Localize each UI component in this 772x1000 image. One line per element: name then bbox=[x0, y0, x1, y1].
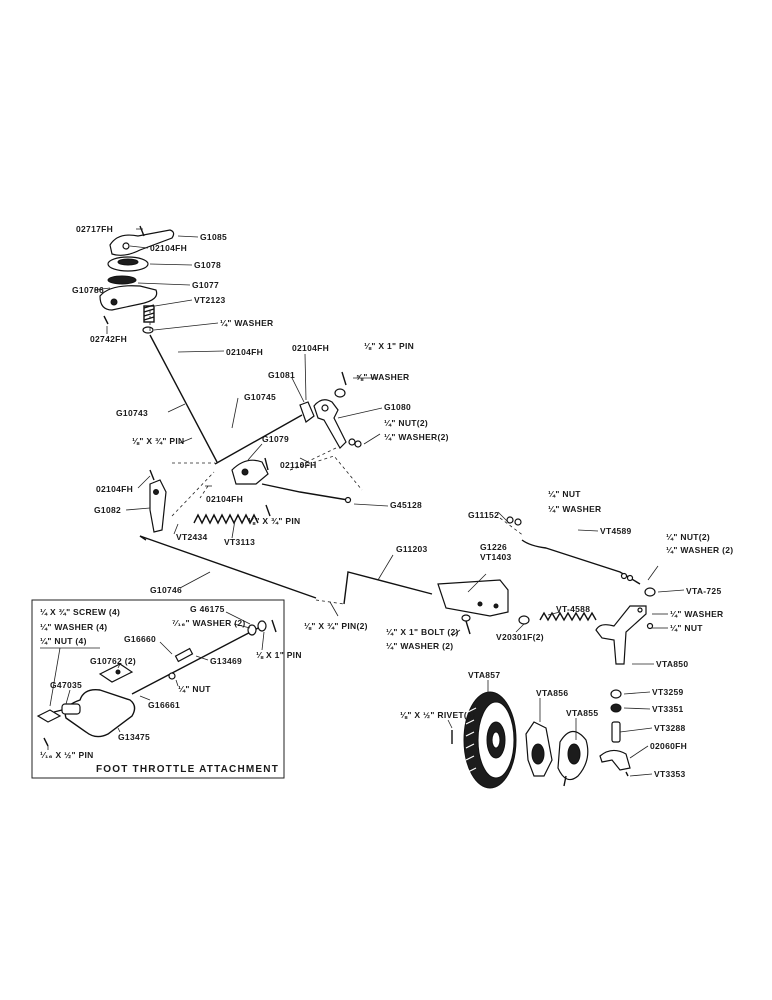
bracket-g1226 bbox=[437, 579, 509, 617]
inset-label-g16661: G16661 bbox=[148, 700, 180, 710]
label-02104fh-e: 02104FH bbox=[206, 494, 243, 504]
label-bolt2: ¼" X 1" BOLT (2) bbox=[386, 627, 459, 637]
label-pin-a: ⅛" X 1" PIN bbox=[364, 341, 414, 351]
inset-frame bbox=[31, 599, 285, 779]
label-g10746: G10746 bbox=[150, 585, 182, 595]
label-02104fh-a: 02104FH bbox=[150, 243, 187, 253]
label-pin-b: ⅛" X ¾" PIN bbox=[132, 436, 184, 446]
label-v20301f: V20301F(2) bbox=[496, 632, 544, 642]
label-washer-b: ⅝" WASHER bbox=[356, 372, 410, 382]
label-vt2123: VT2123 bbox=[194, 295, 226, 305]
label-nut2-b: ¼" NUT(2) bbox=[666, 532, 710, 542]
lever-g1079 bbox=[231, 459, 269, 485]
rod-g10746 bbox=[139, 535, 317, 599]
label-g1082: G1082 bbox=[94, 505, 121, 515]
part-labels: 02717FH G1085 02104FH G1078 G10786 G1077… bbox=[40, 224, 733, 779]
governor-linkage bbox=[139, 371, 363, 599]
label-vta725: VTA-725 bbox=[686, 586, 721, 596]
pin-vt3288 bbox=[611, 721, 621, 743]
inset-label-nut: ¼" NUT bbox=[178, 684, 211, 694]
inset-label-washer2: ⁷⁄₁₆" WASHER (2) bbox=[172, 618, 246, 628]
label-g1078: G1078 bbox=[194, 260, 221, 270]
label-g1085: G1085 bbox=[200, 232, 227, 242]
bracket-g1081 bbox=[299, 401, 315, 423]
label-washer-c: ¼" WASHER bbox=[548, 504, 602, 514]
label-g1079: G1079 bbox=[262, 434, 289, 444]
label-vta856: VTA856 bbox=[536, 688, 568, 698]
inset-label-g16660: G16660 bbox=[124, 634, 156, 644]
right-linkage bbox=[315, 516, 656, 777]
lever-g1082 bbox=[149, 479, 167, 533]
label-02104fh-b: 02104FH bbox=[226, 347, 263, 357]
label-vt3351: VT3351 bbox=[652, 704, 684, 714]
inset-label-g46175: G 46175 bbox=[190, 604, 225, 614]
label-g45128: G45128 bbox=[390, 500, 422, 510]
spring-vt2123 bbox=[143, 304, 155, 323]
label-02104fh-c: 02104FH bbox=[292, 343, 329, 353]
lever-vta850 bbox=[595, 605, 647, 665]
label-vt1403: VT1403 bbox=[480, 552, 512, 562]
wheel-vta857 bbox=[463, 691, 517, 789]
label-02717fh: 02717FH bbox=[76, 224, 113, 234]
rod-g16660 bbox=[131, 625, 263, 695]
label-g1081: G1081 bbox=[268, 370, 295, 380]
label-g10786: G10786 bbox=[72, 285, 104, 295]
label-washer-d: ¼" WASHER bbox=[670, 609, 724, 619]
wheel-assembly bbox=[451, 691, 589, 789]
label-nut-a: ¼" NUT bbox=[548, 489, 581, 499]
label-g1077: G1077 bbox=[192, 280, 219, 290]
label-02742fh: 02742FH bbox=[90, 334, 127, 344]
label-nut-b: ¼" NUT bbox=[670, 623, 703, 633]
spring-vt3113 bbox=[193, 513, 259, 525]
foot-throttle-inset bbox=[31, 599, 285, 779]
label-g11203: G11203 bbox=[396, 544, 428, 554]
rod-g10745 bbox=[214, 414, 303, 465]
spring-vt4588 bbox=[539, 611, 597, 622]
inset-label-g13475: G13475 bbox=[118, 732, 150, 742]
inset-label-pin-small: ¹⁄₁₆ X ½" PIN bbox=[40, 750, 94, 760]
label-g1226: G1226 bbox=[480, 542, 507, 552]
label-g10743: G10743 bbox=[116, 408, 148, 418]
label-g10745: G10745 bbox=[244, 392, 276, 402]
label-vt3113: VT3113 bbox=[224, 537, 255, 547]
label-washer2-c: ¼" WASHER (2) bbox=[386, 641, 453, 651]
throttle-handle-assembly bbox=[99, 225, 218, 463]
label-pin-c: ⅛" X ¾" PIN bbox=[248, 516, 300, 526]
inset-label-pin: ⅛ X 1" PIN bbox=[256, 650, 302, 660]
label-g11152: G11152 bbox=[468, 510, 499, 520]
label-vta850: VTA850 bbox=[656, 659, 688, 669]
label-02060fh: 02060FH bbox=[650, 741, 687, 751]
inset-label-washer4: ¼" WASHER (4) bbox=[40, 622, 107, 632]
inset-label-g47035: G47035 bbox=[50, 680, 82, 690]
label-washer-a: ¼" WASHER bbox=[220, 318, 274, 328]
label-pin2: ⅛" X ¾" PIN(2) bbox=[304, 621, 368, 631]
label-02104fh-d: 02104FH bbox=[96, 484, 133, 494]
label-rivet4: ⅛" X ½" RIVET(4) bbox=[400, 710, 475, 720]
inset-label-g10762: G10762 (2) bbox=[90, 656, 136, 666]
rod-g10743 bbox=[149, 334, 218, 463]
inset-label-g13469: G13469 bbox=[210, 656, 242, 666]
label-washer2-b: ¼" WASHER (2) bbox=[666, 545, 733, 555]
label-vt4588: VT-4588 bbox=[556, 604, 590, 614]
label-vt3288: VT3288 bbox=[654, 723, 686, 733]
label-nut2: ¼" NUT(2) bbox=[384, 418, 428, 428]
label-vta855: VTA855 bbox=[566, 708, 598, 718]
label-g1080: G1080 bbox=[384, 402, 411, 412]
leader-lines bbox=[93, 228, 685, 777]
label-vt2434: VT2434 bbox=[176, 532, 208, 542]
wire-g45128 bbox=[261, 483, 349, 501]
label-02110fh: 02110FH bbox=[280, 460, 317, 470]
lever-g1080 bbox=[313, 399, 347, 449]
label-vt3353: VT3353 bbox=[654, 769, 686, 779]
label-vta857: VTA857 bbox=[468, 670, 500, 680]
label-vt3259: VT3259 bbox=[652, 687, 684, 697]
inset-label-screw4: ¼ X ¾" SCREW (4) bbox=[40, 607, 120, 617]
rod-vt4589 bbox=[521, 539, 641, 585]
inset-label-nut4: ¼" NUT (4) bbox=[40, 636, 87, 646]
label-washer2: ¼" WASHER(2) bbox=[384, 432, 449, 442]
label-vt4589: VT4589 bbox=[600, 526, 632, 536]
inset-title: FOOT THROTTLE ATTACHMENT bbox=[96, 764, 279, 775]
rod-g11203 bbox=[343, 571, 433, 605]
